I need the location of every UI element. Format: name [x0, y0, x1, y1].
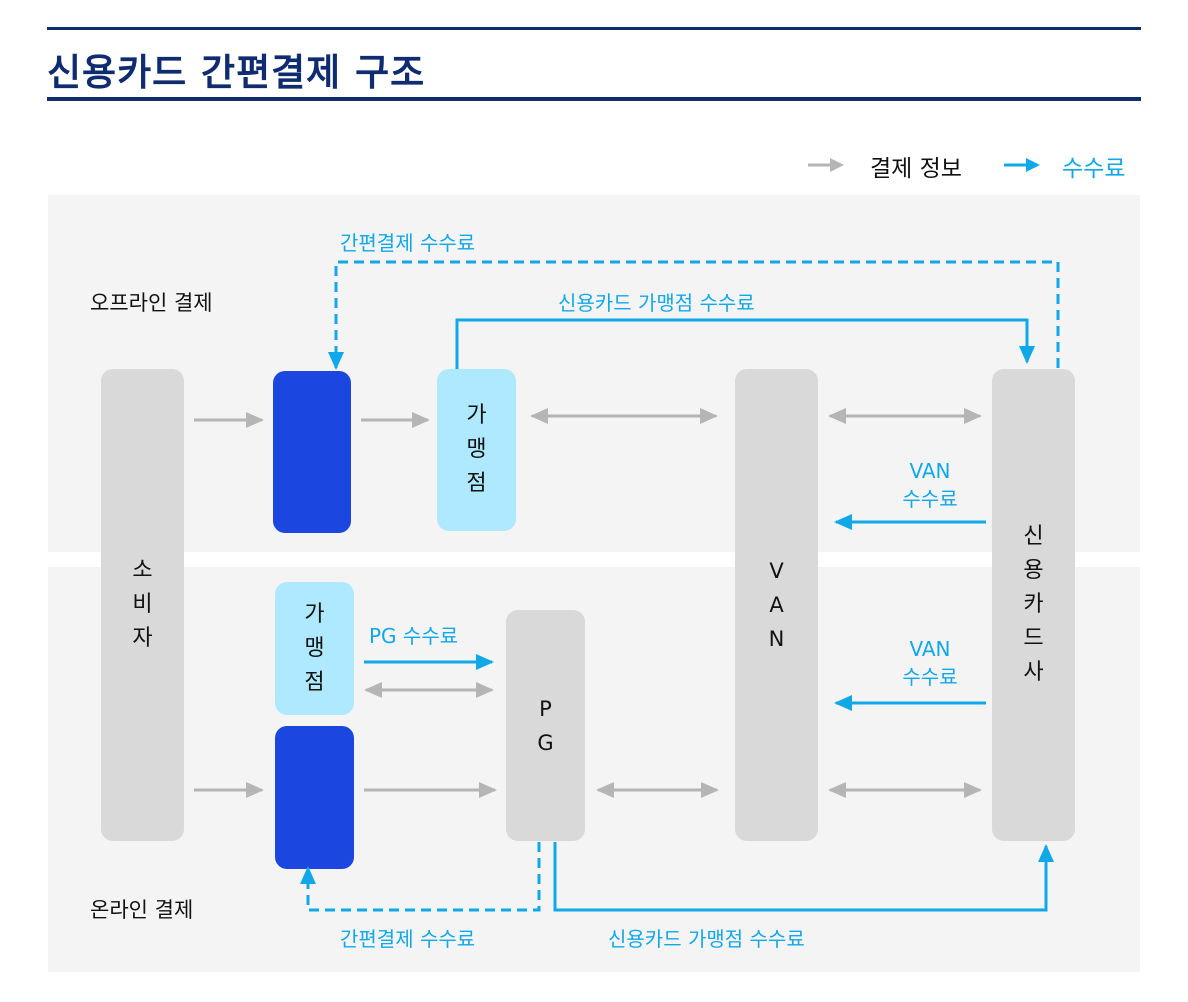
pg-node: PG	[506, 610, 585, 841]
merchant-offline-node: 가맹점	[437, 369, 516, 531]
offline-panel	[48, 195, 1140, 552]
card-company-node: 신용카드사	[992, 369, 1075, 841]
van-fee-label-bottom: VAN 수수료	[880, 635, 980, 691]
title-top-rule	[47, 27, 1141, 30]
page-title: 신용카드 간편결제 구조	[47, 51, 426, 94]
van-fee-label-top: VAN 수수료	[880, 457, 980, 513]
merchant-online-node: 가맹점	[275, 582, 354, 715]
offline-section-label: 오프라인 결제	[90, 291, 213, 315]
legend-info-label: 결제 정보	[870, 156, 962, 182]
online-panel	[48, 567, 1140, 972]
simple-pay-fee-arrow-bottom	[300, 842, 541, 912]
simple-pay-fee-label-top: 간편결제 수수료	[340, 231, 476, 255]
merchant-offline-label: 가맹점	[466, 403, 487, 496]
consumer-node: 소비자	[101, 369, 184, 841]
legend-info-arrow-icon	[808, 158, 844, 172]
merchant-fee-arrow-bottom	[553, 842, 1054, 912]
van-fee-label-top-line1: VAN	[909, 459, 951, 483]
merchant-fee-label-bottom: 신용카드 가맹점 수수료	[608, 927, 805, 951]
van-fee-label-top-line2: 수수료	[902, 487, 958, 511]
legend-fee-arrow-icon	[1004, 158, 1040, 172]
van-node: VAN	[735, 369, 818, 841]
legend: 결제 정보 수수료	[806, 148, 1140, 182]
consumer-label: 소비자	[132, 558, 153, 651]
merchant-fee-arrow-top	[455, 318, 1035, 369]
simple-pay-box-online	[275, 726, 354, 869]
simple-pay-fee-label-bottom: 간편결제 수수료	[340, 927, 476, 951]
online-section-label: 온라인 결제	[90, 898, 194, 922]
title-bottom-rule	[47, 97, 1141, 101]
card-company-label: 신용카드사	[1023, 524, 1044, 685]
pg-fee-label: PG 수수료	[369, 624, 459, 648]
merchant-fee-label-top: 신용카드 가맹점 수수료	[558, 291, 755, 315]
legend-fee-label: 수수료	[1062, 156, 1126, 182]
simple-pay-box-offline	[273, 371, 351, 533]
merchant-online-label: 가맹점	[304, 601, 325, 695]
van-fee-label-bottom-line2: 수수료	[902, 665, 958, 689]
simple-pay-fee-arrow-top	[328, 260, 1060, 370]
van-fee-label-bottom-line1: VAN	[909, 637, 951, 661]
van-label: VAN	[768, 559, 785, 651]
pg-label: PG	[537, 696, 554, 755]
